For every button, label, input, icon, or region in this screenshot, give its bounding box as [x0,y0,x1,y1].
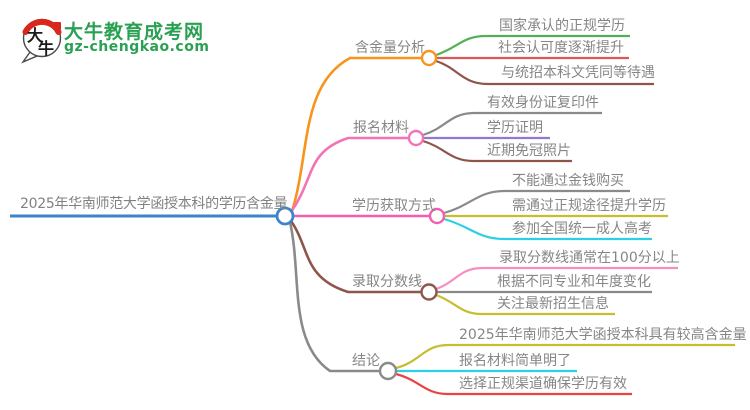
child-topic: 录取分数线通常在100分以上 [499,250,680,266]
child-line-hanjinliang-gao [395,343,735,370]
root-node [275,206,295,226]
child-topic: 报名材料简单明了 [459,353,571,369]
child-topic: 不能通过金钱购买 [512,173,624,189]
root-topic: 2025年华南师范大学函授本科的学历含金量 [20,196,288,212]
child-topic: 2025年华南师范大学函授本科具有较高含金量 [459,327,747,343]
child-line-zhaosheng [435,293,615,316]
branch-topic-jielun: 结论 [352,353,380,369]
brand-logo[interactable]: 大 牛 [14,10,70,66]
branch-node-hanjinliang [420,49,438,67]
branch-node-fenshuxian [420,283,438,301]
child-topic: 与统招本科文凭同等待遇 [501,65,655,81]
child-line-shenfenzheng [422,111,602,137]
branch-topic-hanjinliang: 含金量分析 [355,40,425,56]
child-topic: 近期免冠照片 [487,143,571,159]
child-line-guojia [435,34,630,57]
child-line-100fen [435,266,678,291]
child-line-qudao [395,372,632,396]
branch-node-huoqu [428,207,446,225]
branch-line-jielun [288,221,380,373]
brand-name[interactable]: 大牛教育成考网 [64,21,205,43]
branch-line-fenshuxian [289,220,421,294]
branch-line-baoming [289,136,409,213]
child-topic: 有效身份证复印件 [487,95,599,111]
child-line-zhaopian [422,139,572,163]
logo-char-da: 大 [27,26,43,45]
branch-node-baoming [407,129,425,147]
child-line-tongzhao [435,59,654,86]
child-topic: 社会认可度逐渐提升 [498,40,624,56]
branch-line-hanjinliang [290,56,422,212]
child-topic: 选择正规渠道确保学历有效 [459,376,627,392]
branch-topic-baoming: 报名材料 [353,120,409,136]
branch-topic-fenshuxian: 录取分数线 [352,274,422,290]
branch-node-jielun [378,361,398,381]
child-topic: 参加全国统一成人高考 [512,221,652,237]
child-line-gaokao [443,217,652,241]
child-topic: 根据不同专业和年度变化 [497,274,651,290]
logo-char-niu: 牛 [38,39,54,58]
logo-red-seal [53,22,61,30]
child-topic: 需通过正规途径提升学历 [512,198,666,214]
child-topic: 学历证明 [487,120,543,136]
child-topic: 关注最新招生信息 [497,296,609,312]
child-line-jinqian [443,189,630,215]
branch-topic-huoqu: 学历获取方式 [352,198,436,214]
child-topic: 国家承认的正规学历 [499,18,625,34]
brand-domain[interactable]: gz-chengkao.com [64,39,210,55]
